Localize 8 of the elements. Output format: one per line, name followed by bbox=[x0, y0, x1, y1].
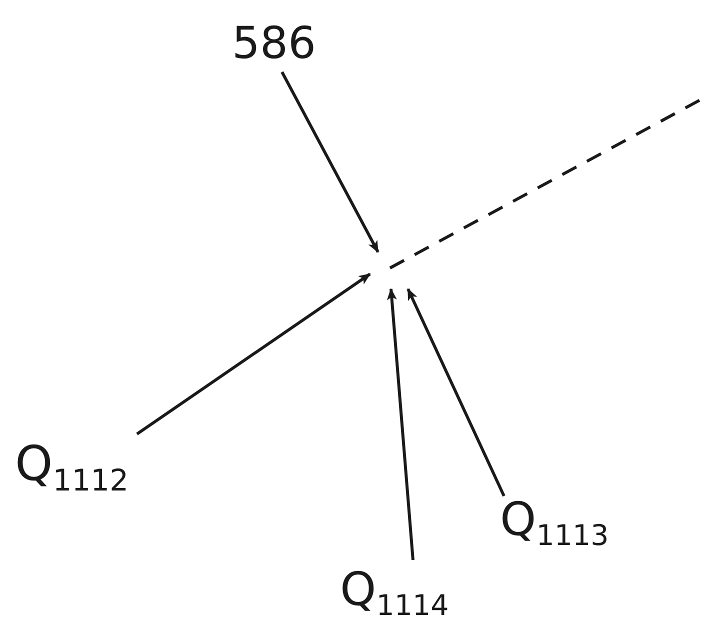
leader-arrow bbox=[136, 272, 371, 436]
callout-label: Q$_{1112}$ bbox=[15, 440, 128, 496]
leader-arrow bbox=[406, 288, 506, 497]
leader-arrow bbox=[386, 288, 414, 560]
callout-label: Q$_{1114}$ bbox=[340, 566, 449, 620]
leader-arrow bbox=[280, 71, 380, 253]
callout-label: 586 bbox=[232, 22, 316, 66]
callout-label: Q$_{1113}$ bbox=[500, 496, 609, 550]
